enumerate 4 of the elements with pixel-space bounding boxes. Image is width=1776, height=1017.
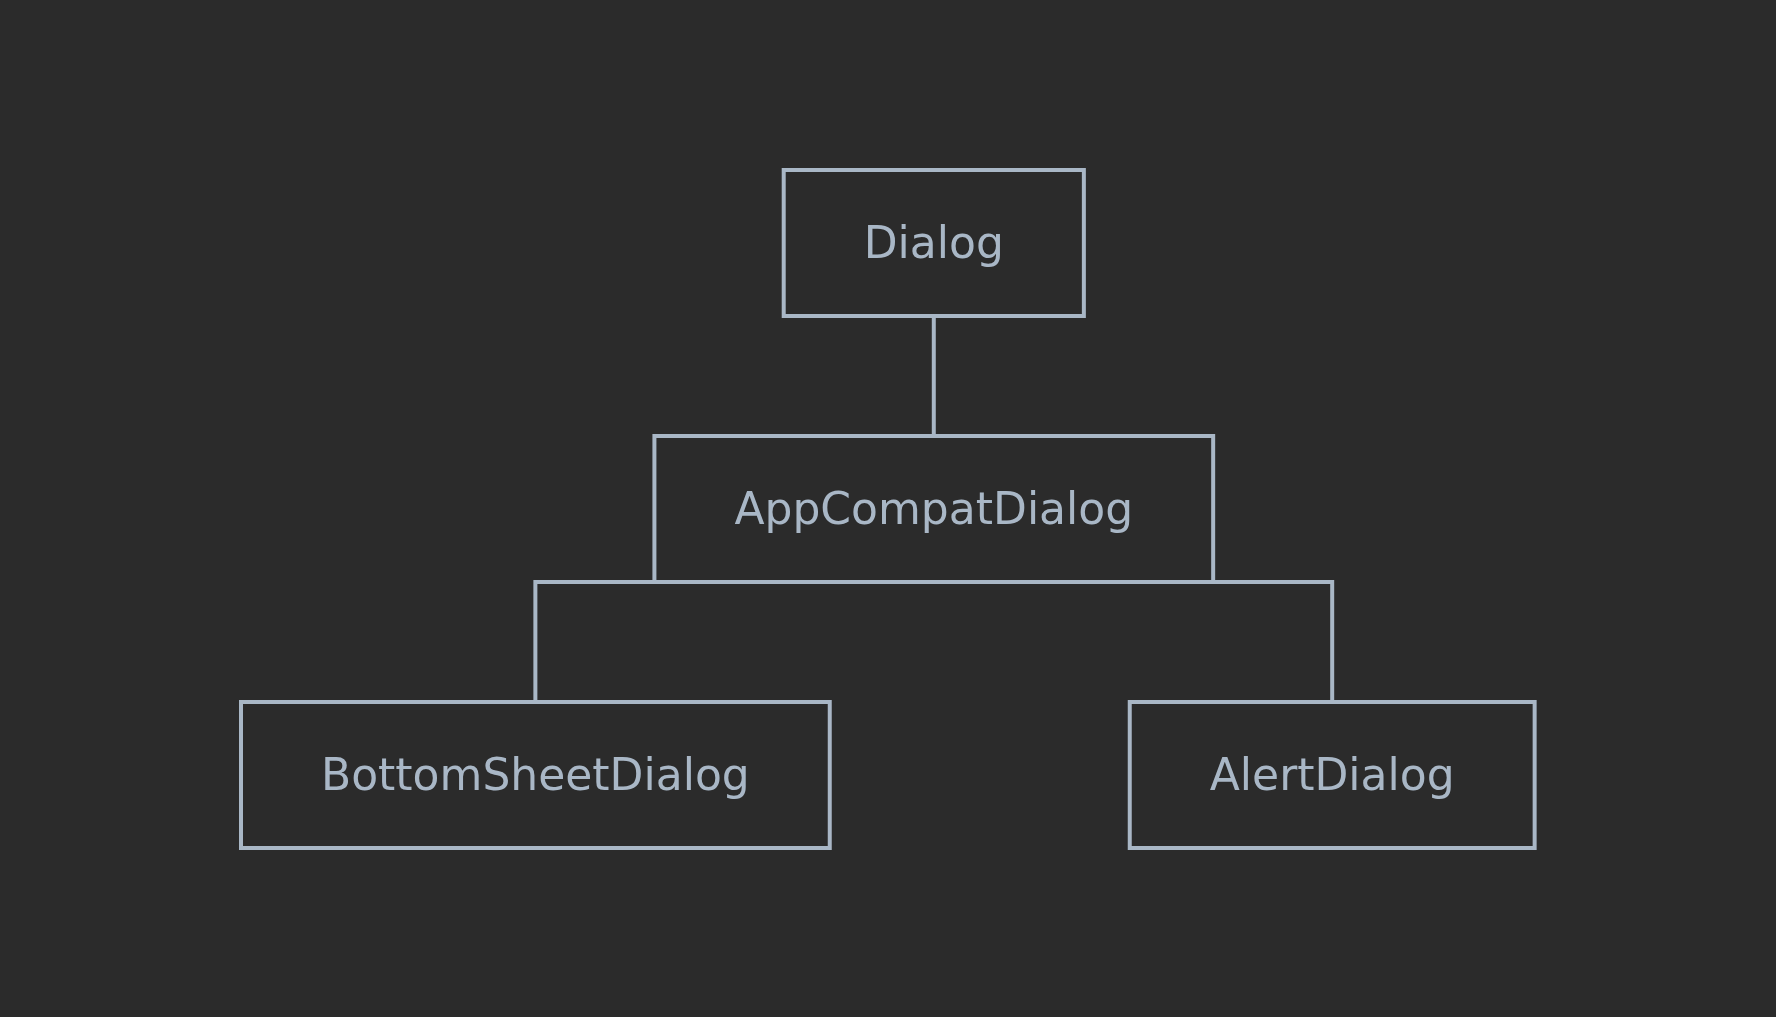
- node-box: AppCompatDialog: [652, 433, 1216, 584]
- node-box: Dialog: [781, 167, 1087, 318]
- node-box: AlertDialog: [1127, 699, 1537, 850]
- node-box: BottomSheetDialog: [239, 699, 832, 850]
